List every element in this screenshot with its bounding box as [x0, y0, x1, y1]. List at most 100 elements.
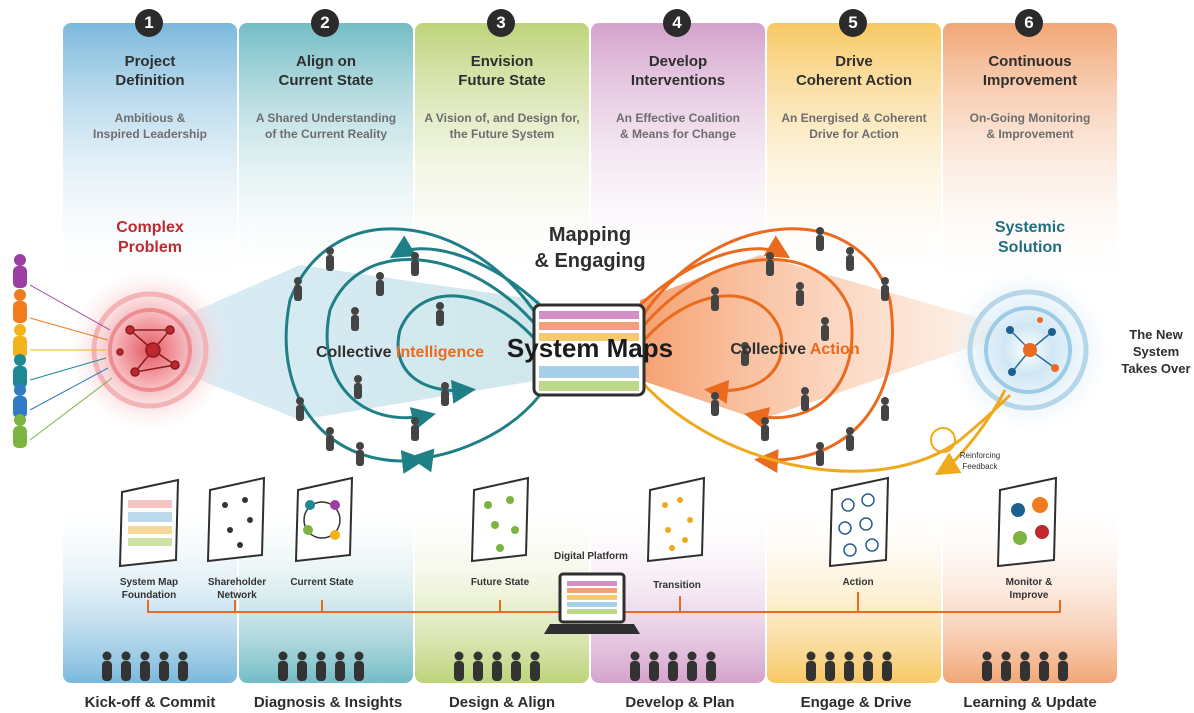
team-person-icon: [159, 651, 169, 661]
team-person-icon: [530, 661, 540, 681]
step-number-5: 5: [839, 9, 867, 37]
system-maps-label: System Maps: [506, 333, 674, 363]
team-person-icon: [806, 661, 816, 681]
step-subtitle-5: An Energised & Coherent Drive for Action: [781, 111, 927, 141]
step-subtitle-3: A Vision of, and Design for, the Future …: [424, 111, 580, 141]
team-person-icon: [297, 651, 307, 661]
team-person-icon: [454, 661, 464, 681]
team-person-icon: [630, 661, 640, 681]
team-person-icon: [159, 661, 169, 681]
team-person-icon: [649, 651, 659, 661]
step-number-6: 6: [1015, 9, 1043, 37]
team-person-icon: [1039, 651, 1049, 661]
monitor-improve-label: Monitor & Improve: [1005, 577, 1053, 601]
current-state-label: Current State: [290, 577, 354, 588]
step-number-2: 2: [311, 9, 339, 37]
step-title-5: Drive Coherent Action: [795, 53, 913, 89]
team-person-icon: [706, 651, 716, 661]
team-person-icon: [1039, 661, 1049, 681]
team-person-icon: [178, 661, 188, 681]
step-title-6: Continuous Improvement: [982, 53, 1078, 89]
mapping-engaging-label: Mapping & Engaging: [534, 224, 646, 272]
reinforcing-feedback-label: Reinforcing Feedback: [959, 451, 1001, 471]
team-person-icon: [178, 651, 188, 661]
team-person-icon: [492, 661, 502, 681]
action-word: Action: [809, 341, 860, 358]
team-person-icon: [278, 651, 288, 661]
team-person-icon: [1058, 651, 1068, 661]
collective-prefix: Collective: [730, 341, 810, 358]
intelligence-word: Intelligence: [396, 344, 485, 361]
collective-prefix: Collective: [315, 344, 396, 361]
people-on-loops: [294, 227, 889, 466]
collective-action-label: Collective Action: [710, 340, 880, 360]
system-map-foundation-label: System Map Foundation: [119, 577, 179, 601]
team-person-icon: [316, 661, 326, 681]
team-person-icon: [687, 651, 697, 661]
team-person-icon: [297, 661, 307, 681]
future-state-label: Future State: [470, 577, 530, 588]
collective-intelligence-label: Collective Intelligence: [300, 343, 500, 363]
system-maps-box: [532, 303, 646, 397]
team-person-icon: [1001, 651, 1011, 661]
team-person-icon: [454, 651, 464, 661]
team-person-icon: [1020, 651, 1030, 661]
team-person-icon: [844, 651, 854, 661]
step-number-4: 4: [663, 9, 691, 37]
team-person-icon: [530, 651, 540, 661]
team-person-icon: [844, 661, 854, 681]
systemic-solution-label: Systemic Solution: [994, 219, 1066, 256]
team-person-icon: [140, 661, 150, 681]
problem-network-icon: [116, 325, 180, 377]
team-person-icon: [102, 661, 112, 681]
team-person-icon: [706, 661, 716, 681]
step-subtitle-2: A Shared Understanding of the Current Re…: [255, 111, 397, 141]
team-person-icon: [102, 651, 112, 661]
team-person-icon: [825, 651, 835, 661]
step-subtitle-1: Ambitious & Inspired Leadership: [92, 111, 208, 141]
digital-platform-label: Digital Platform: [554, 551, 628, 562]
team-person-icon: [687, 661, 697, 681]
footer-3: Design & Align: [448, 694, 556, 711]
team-person-icon: [1058, 661, 1068, 681]
team-person-icon: [630, 651, 640, 661]
team-person-icon: [511, 661, 521, 681]
team-person-icon: [882, 651, 892, 661]
team-person-icon: [492, 651, 502, 661]
step-subtitle-6: On-Going Monitoring & Improvement: [969, 111, 1091, 141]
stakeholder-people-icon: [13, 254, 113, 448]
team-person-icon: [511, 651, 521, 661]
team-person-icon: [863, 661, 873, 681]
step-subtitle-4: An Effective Coalition & Means for Chang…: [615, 111, 740, 141]
complex-problem-label: Complex Problem: [116, 219, 184, 256]
shareholder-network-label: Shareholder Network: [207, 577, 267, 601]
team-person-icon: [982, 661, 992, 681]
team-person-icon: [649, 661, 659, 681]
team-person-icon: [278, 661, 288, 681]
team-person-icon: [668, 661, 678, 681]
team-person-icon: [121, 661, 131, 681]
team-person-icon: [140, 651, 150, 661]
intelligence-fan: [175, 265, 540, 420]
action-label: Action: [842, 577, 874, 588]
step-title-3: Envision Future State: [458, 53, 546, 89]
transition-label: Transition: [653, 580, 701, 591]
team-person-icon: [863, 651, 873, 661]
team-person-icon: [335, 651, 345, 661]
card-details: [128, 493, 1049, 557]
reinforcing-cycle-icon: [930, 427, 956, 453]
team-person-icon: [825, 661, 835, 681]
team-person-icon: [1001, 661, 1011, 681]
footer-2: Diagnosis & Insights: [253, 694, 403, 711]
team-person-icon: [354, 651, 364, 661]
footer-6: Learning & Update: [963, 694, 1097, 711]
footer-5: Engage & Drive: [800, 694, 912, 711]
team-person-icon: [316, 651, 326, 661]
team-person-icon: [1020, 661, 1030, 681]
team-person-icon: [473, 661, 483, 681]
team-person-icon: [882, 661, 892, 681]
step-title-4: Develop Interventions: [630, 53, 726, 89]
footer-4: Develop & Plan: [625, 694, 735, 711]
step-title-1: Project Definition: [115, 53, 185, 89]
